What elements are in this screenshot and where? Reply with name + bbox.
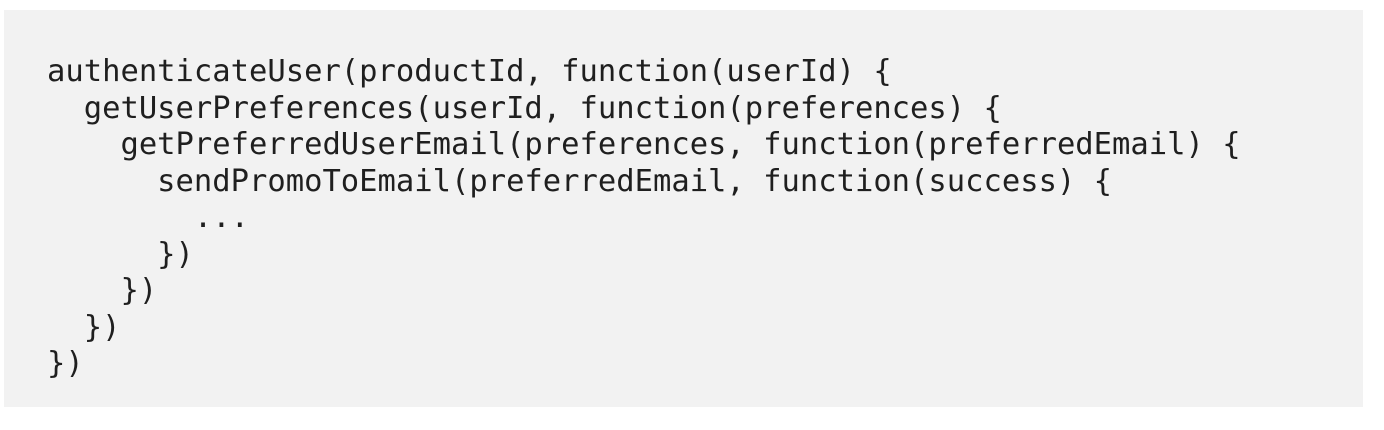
code-line: getUserPreferences(userId, function(pref… xyxy=(47,90,1002,126)
code-line: sendPromoToEmail(preferredEmail, functio… xyxy=(47,163,1113,199)
code-line: authenticateUser(productId, function(use… xyxy=(47,54,892,89)
code-line: }) xyxy=(47,236,194,272)
code-line: }) xyxy=(47,273,158,308)
code-block: authenticateUser(productId, function(use… xyxy=(4,10,1363,407)
code-line: ... xyxy=(47,200,249,235)
code-line: }) xyxy=(47,346,84,381)
code-line: getPreferredUserEmail(preferences, funct… xyxy=(47,127,1241,162)
code-line: }) xyxy=(47,309,121,345)
